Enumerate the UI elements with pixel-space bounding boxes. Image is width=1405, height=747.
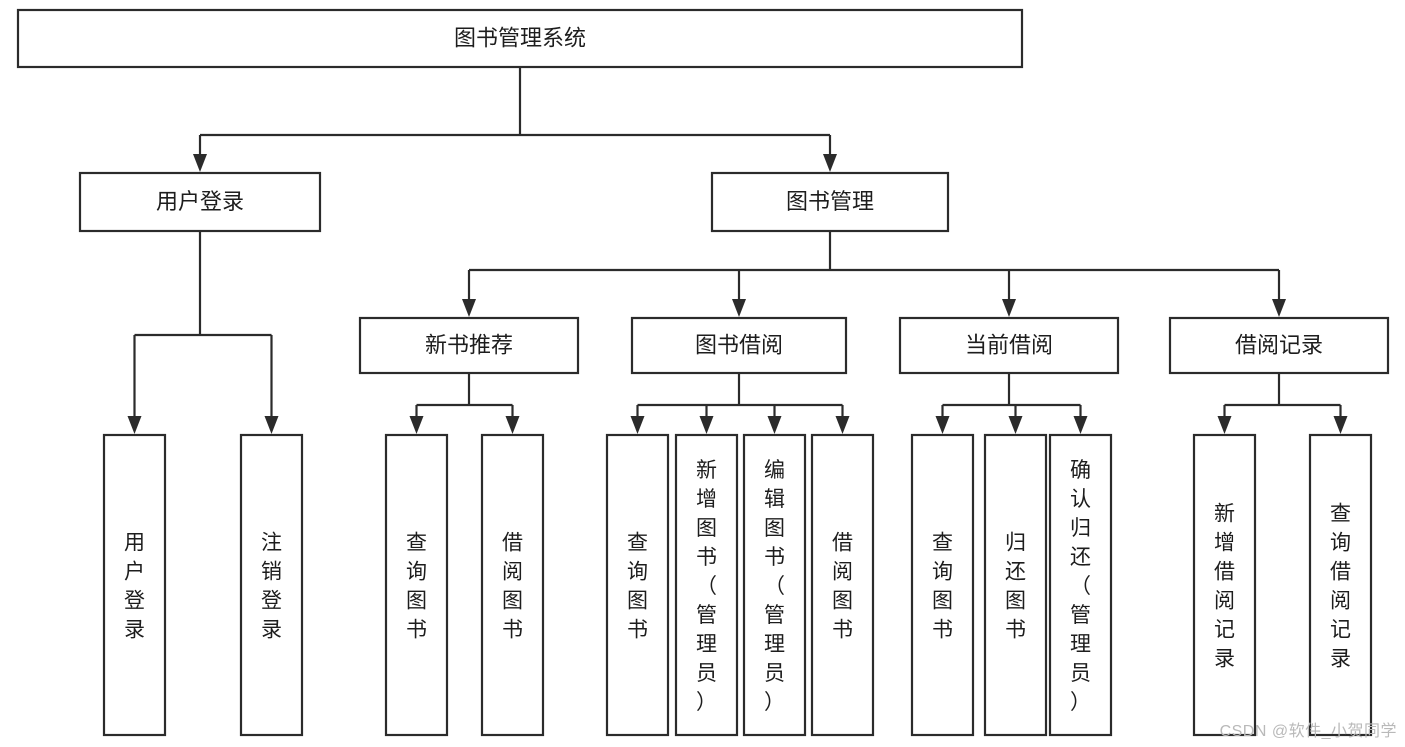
node-borrow-record[interactable]: 借阅记录 [1168,316,1390,375]
node-label: 新书推荐 [425,333,513,358]
node-box[interactable] [983,433,1048,737]
node-label: 归还图书 [1005,532,1026,642]
node-leaf-query-record[interactable]: 查询借阅记录 [1308,433,1373,737]
node-label: 用户登录 [156,189,244,214]
node-box[interactable] [605,433,670,737]
arrow-head-icon [823,154,837,172]
node-box[interactable] [910,433,975,737]
arrow-head-icon [1073,416,1088,434]
node-label: 图书管理系统 [454,26,586,51]
node-box[interactable] [1308,433,1373,737]
node-box[interactable] [16,8,1024,69]
node-new-book-rec[interactable]: 新书推荐 [358,316,580,375]
node-label: 借阅图书 [832,532,853,642]
node-user-login[interactable]: 用户登录 [78,171,322,233]
arrow-head-icon [1333,416,1348,434]
node-label: 查询图书 [406,532,427,642]
node-label: 确认归还（管理员） [1070,459,1091,714]
node-box[interactable] [630,316,848,375]
connector-group-root [193,67,837,172]
node-box[interactable] [358,316,580,375]
node-label: 编辑图书（管理员） [764,459,785,714]
node-book-mgmt[interactable]: 图书管理 [710,171,950,233]
connector-group-user_login [127,231,279,434]
node-box[interactable] [1048,433,1113,737]
node-box[interactable] [78,171,322,233]
node-box[interactable] [742,433,807,737]
node-label: 查询图书 [932,532,953,642]
arrow-head-icon [409,416,424,434]
node-leaf-add-record[interactable]: 新增借阅记录 [1192,433,1257,737]
node-label: 图书管理 [786,189,874,214]
node-leaf-edit-book[interactable]: 编辑图书（管理员） [742,433,807,737]
arrow-head-icon [935,416,950,434]
arrow-head-icon [127,416,142,434]
node-leaf-add-book[interactable]: 新增图书（管理员） [674,433,739,737]
connector-layer [127,67,1348,434]
node-current-borrow[interactable]: 当前借阅 [898,316,1120,375]
node-leaf-query-book-3[interactable]: 查询图书 [910,433,975,737]
node-label: 新增借阅记录 [1214,503,1235,671]
node-label: 借阅记录 [1235,333,1323,358]
node-box[interactable] [810,433,875,737]
node-box[interactable] [480,433,545,737]
node-box[interactable] [239,433,304,737]
arrow-head-icon [699,416,714,434]
node-leaf-return-book[interactable]: 归还图书 [983,433,1048,737]
node-leaf-query-book-1[interactable]: 查询图书 [384,433,449,737]
node-leaf-query-book-2[interactable]: 查询图书 [605,433,670,737]
node-label: 新增图书（管理员） [696,459,717,714]
node-leaf-confirm-return[interactable]: 确认归还（管理员） [1048,433,1113,737]
connector-group-new_book_rec [409,373,520,434]
node-box[interactable] [674,433,739,737]
node-box[interactable] [1168,316,1390,375]
node-book-borrow[interactable]: 图书借阅 [630,316,848,375]
arrow-head-icon [462,299,476,317]
node-box[interactable] [710,171,950,233]
arrow-head-icon [1272,299,1286,317]
node-label: 借阅图书 [502,532,523,642]
arrow-head-icon [835,416,850,434]
node-label: 注销登录 [261,532,282,642]
arrow-head-icon [767,416,782,434]
connector-group-current_borrow [935,373,1088,434]
arrow-head-icon [193,154,207,172]
node-box[interactable] [384,433,449,737]
node-label: 查询图书 [627,532,648,642]
arrow-head-icon [1008,416,1023,434]
node-leaf-borrow-book-2[interactable]: 借阅图书 [810,433,875,737]
arrow-head-icon [264,416,279,434]
node-leaf-logout[interactable]: 注销登录 [239,433,304,737]
arrow-head-icon [505,416,520,434]
node-box[interactable] [898,316,1120,375]
node-label: 当前借阅 [965,333,1053,358]
watermark-text: CSDN @软件_小贺同学 [1219,723,1397,740]
connector-group-borrow_record [1217,373,1348,434]
connector-group-book_mgmt [462,231,1286,317]
node-leaf-user-login[interactable]: 用户登录 [102,433,167,737]
arrow-head-icon [630,416,645,434]
node-label: 图书借阅 [695,333,783,358]
arrow-head-icon [732,299,746,317]
node-box[interactable] [102,433,167,737]
node-root[interactable]: 图书管理系统 [16,8,1024,69]
node-leaf-borrow-book-1[interactable]: 借阅图书 [480,433,545,737]
node-label: 查询借阅记录 [1330,503,1351,671]
node-label: 用户登录 [124,532,145,642]
arrow-head-icon [1002,299,1016,317]
connector-group-book_borrow [630,373,850,434]
node-layer: 图书管理系统用户登录图书管理新书推荐图书借阅当前借阅借阅记录用户登录注销登录查询… [16,8,1390,737]
node-box[interactable] [1192,433,1257,737]
arrow-head-icon [1217,416,1232,434]
